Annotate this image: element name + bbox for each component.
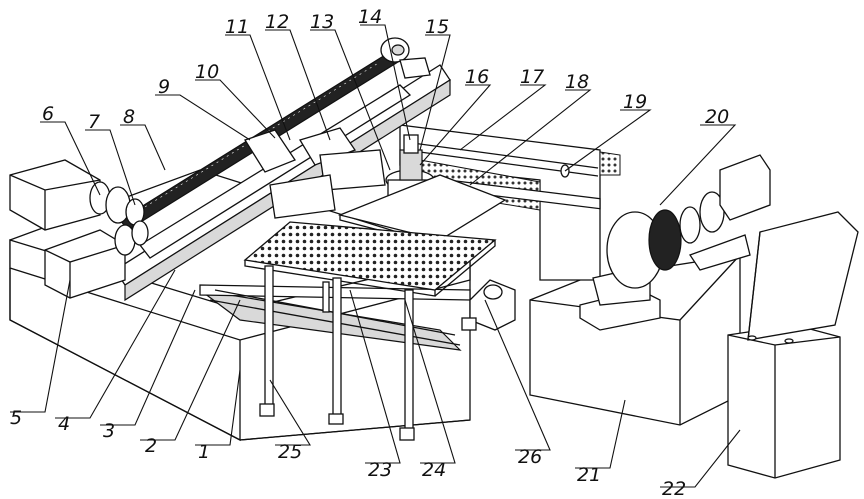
- label-2: 2: [145, 435, 157, 457]
- label-25: 25: [278, 441, 302, 463]
- label-20: 20: [705, 106, 729, 128]
- label-26: 26: [518, 446, 542, 468]
- label-24: 24: [422, 459, 446, 481]
- label-9: 9: [158, 76, 170, 98]
- screw-end-bearing: [381, 38, 430, 78]
- label-19: 19: [623, 91, 647, 113]
- label-15: 15: [425, 16, 449, 38]
- label-8: 8: [123, 106, 135, 128]
- label-12: 12: [265, 11, 289, 33]
- label-16: 16: [465, 66, 489, 88]
- label-13: 13: [310, 11, 334, 33]
- label-6: 6: [42, 103, 54, 125]
- label-17: 17: [520, 66, 544, 88]
- label-5: 5: [10, 407, 22, 429]
- label-4: 4: [58, 413, 70, 435]
- label-3: 3: [103, 420, 115, 442]
- label-7: 7: [88, 111, 100, 133]
- label-23: 23: [368, 459, 392, 481]
- label-1: 1: [198, 441, 210, 463]
- label-22: 22: [662, 478, 686, 499]
- label-11: 11: [225, 16, 249, 38]
- label-18: 18: [565, 71, 589, 93]
- label-10: 10: [195, 61, 219, 83]
- label-21: 21: [577, 464, 601, 486]
- label-14: 14: [358, 6, 382, 28]
